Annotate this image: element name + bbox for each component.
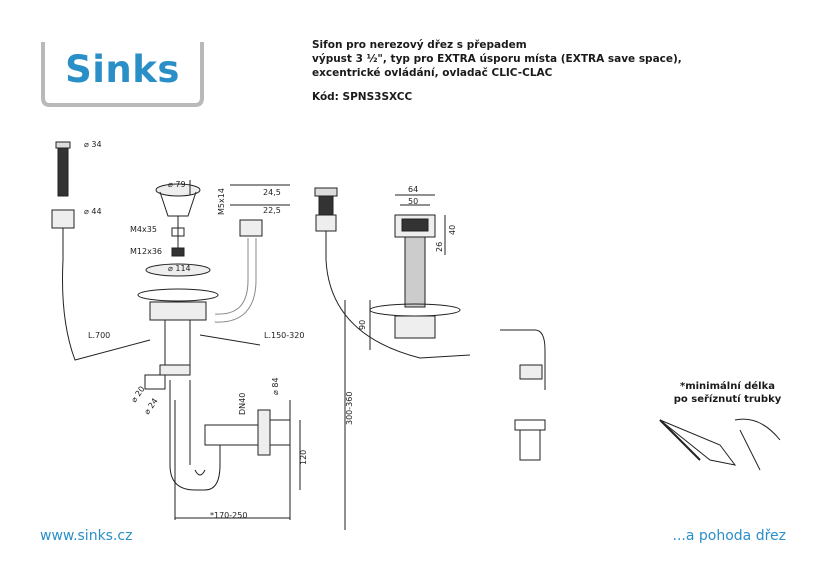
dim-d79: ⌀ 79 [168,180,186,189]
dim-d40: 40 [448,225,457,235]
website-link[interactable]: www.sinks.cz [40,528,133,544]
overflow-hose-icon [214,219,263,323]
min-length-note: *minimální délka po seříznutí trubky [660,380,795,406]
product-header: Sifon pro nerezový dřez s přepadem výpus… [312,38,732,104]
dim-d64: 64 [408,185,418,194]
note-line2: po seříznutí trubky [673,394,782,405]
clic-clac-knob-icon [51,141,151,361]
logo-text: Sinks [65,48,180,91]
dim-d84: ⌀ 84 [271,377,280,395]
logo-frame-icon [41,42,204,107]
dim-l700: L.700 [88,331,110,340]
siphon-body-icon [144,320,291,491]
dim-d90: 90 [358,320,367,330]
product-desc-line2: excentrické ovládání, ovladač CLIC-CLAC [312,67,553,79]
pipe-cutter-icon [659,418,781,471]
slogan: ...a pohoda dřez [672,528,786,544]
dim-dn40: DN40 [238,393,247,415]
dim-d34: ⌀ 34 [84,140,102,149]
dim-d24-5: 24,5 [263,188,281,197]
dim-d24: ⌀ 24 [142,397,159,417]
dim-d120: 120 [299,450,308,465]
dim-d20: ⌀ 20 [129,385,146,405]
note-line1: *minimální délka [679,381,775,392]
dim-d114: ⌀ 114 [168,264,191,273]
dim-m12x36: M12x36 [130,247,162,256]
dim-d26: 26 [435,242,444,252]
technical-drawing: ⌀ 34 ⌀ 44 ⌀ 79 M5x14 24,5 22,5 M4x35 M12… [51,140,781,530]
product-desc-line1: výpust 3 ½", typ pro EXTRA úsporu místa … [312,53,682,65]
dim-d300-360: 300-360 [345,392,354,425]
dim-l150-320: L.150-320 [264,331,304,340]
dim-d50: 50 [408,197,418,206]
dim-d170-250: *170-250 [210,511,247,520]
dim-m5x14: M5x14 [217,188,226,215]
dim-d44: ⌀ 44 [84,207,102,216]
dim-m4x35: M4x35 [130,225,157,234]
dim-d22-5: 22,5 [263,206,281,215]
product-title: Sifon pro nerezový dřez s přepadem [312,39,527,51]
strainer-basket-icon [137,183,219,321]
product-code: Kód: SPNS3SXCC [312,91,413,103]
brand-logo: Sinks [40,40,205,108]
